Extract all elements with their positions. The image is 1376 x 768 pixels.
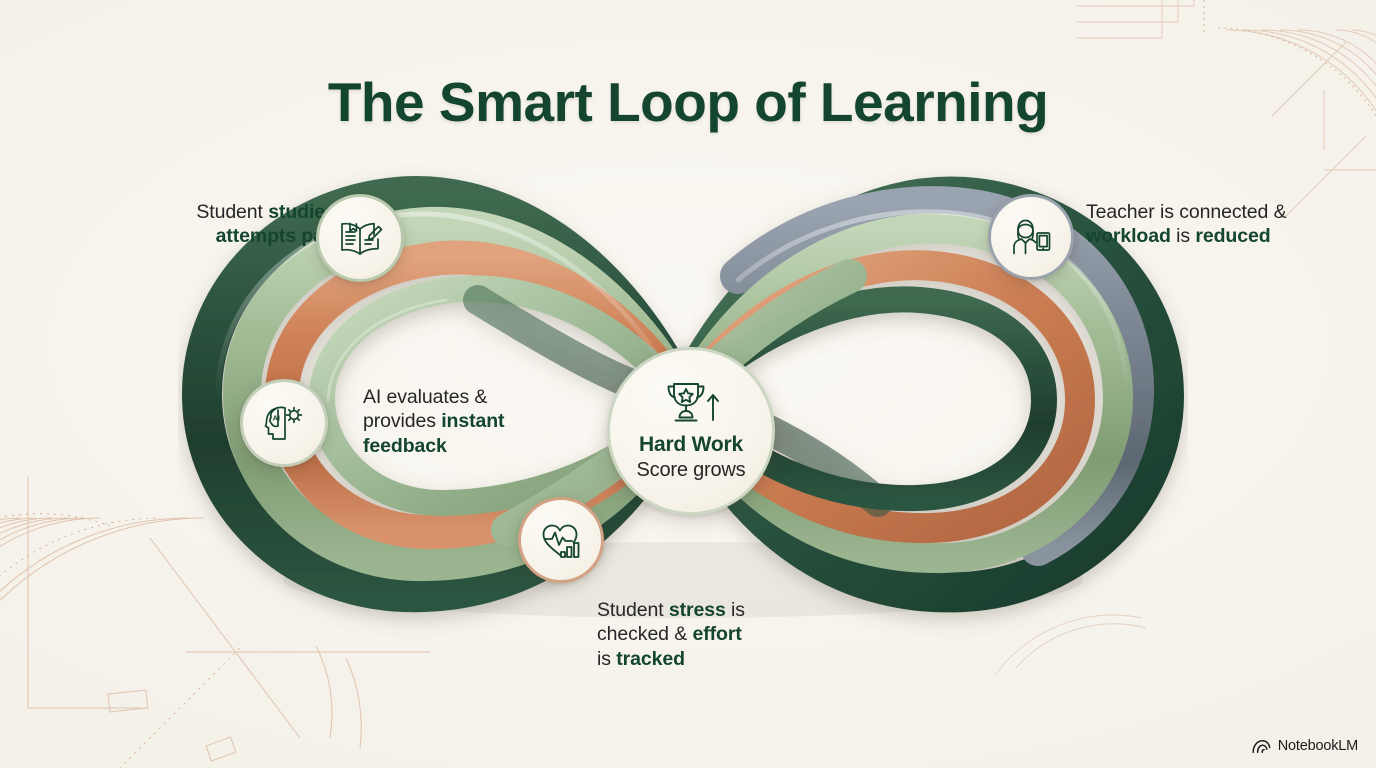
notebooklm-watermark: NotebookLM <box>1252 738 1358 754</box>
hub-subtitle: Score grows <box>636 458 746 481</box>
node-icon-teacher[interactable] <box>988 194 1074 280</box>
hub-title: Hard Work <box>639 433 743 457</box>
watermark-label: NotebookLM <box>1277 738 1358 754</box>
page-title: The Smart Loop of Learning <box>327 71 1049 133</box>
trophy-star-uparrow-icon <box>660 380 722 429</box>
node-icon-study[interactable] <box>316 194 404 282</box>
open-book-pencil-icon <box>341 222 383 255</box>
center-hub[interactable]: Hard Work Score grows <box>607 347 775 515</box>
label-text: Teacher is connected &workload is reduce… <box>1086 201 1287 248</box>
notebooklm-arc-icon <box>1252 739 1271 753</box>
ai-brain-gear-icon: AI <box>264 406 303 440</box>
label-teacher-connected: Teacher is connected &workload is reduce… <box>1086 200 1336 249</box>
node-icon-ai-feedback[interactable]: AI <box>240 379 328 467</box>
heart-pulse-chart-icon <box>542 524 580 558</box>
svg-text:AI: AI <box>273 414 281 423</box>
teacher-tablet-icon <box>1013 219 1051 255</box>
node-icon-stress-effort[interactable] <box>518 497 604 583</box>
